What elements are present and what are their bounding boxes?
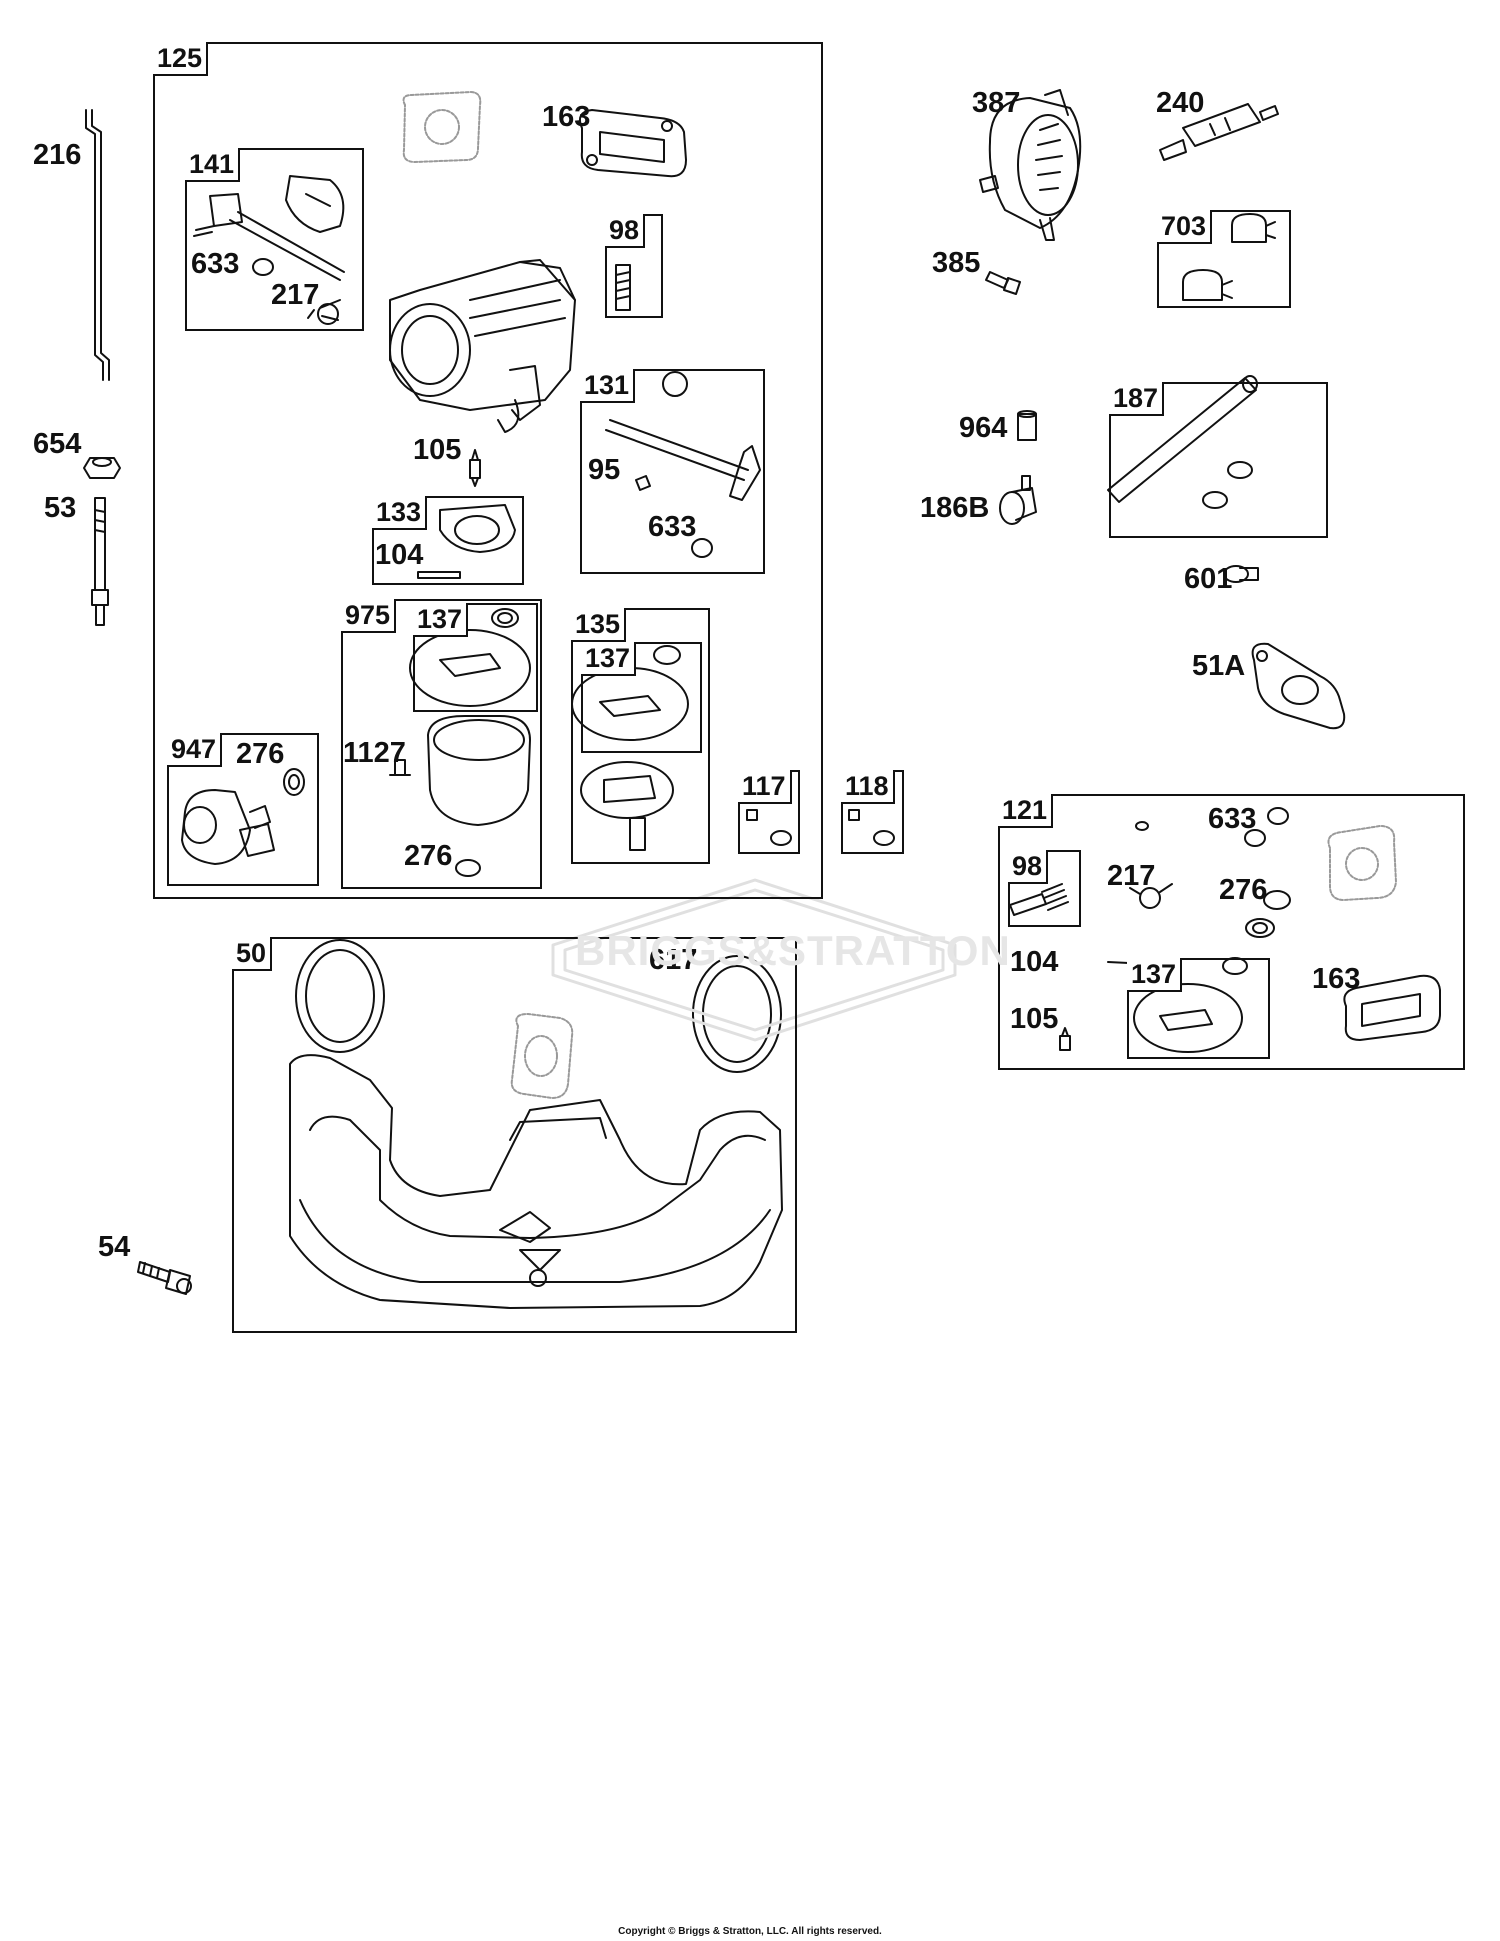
box-label-187: 187 — [1109, 382, 1165, 416]
part-label-54: 54 — [98, 1231, 131, 1263]
box-label-98b: 98 — [1008, 850, 1049, 884]
assembly-box-133 — [372, 496, 524, 585]
gasket-part — [579, 109, 687, 178]
box-label-137a: 137 — [413, 603, 469, 637]
part-label-1127: 1127 — [343, 737, 406, 769]
gasket-kit-part — [409, 608, 531, 707]
part-label-105: 105 — [413, 434, 462, 466]
box-label-117: 117 — [738, 770, 792, 804]
watermark-emblem — [551, 878, 957, 1042]
fuel-filter-part — [1159, 103, 1279, 161]
part-label-95: 95 — [588, 454, 621, 486]
box-label-947: 947 — [167, 733, 223, 767]
solenoid-part — [181, 768, 305, 865]
copyright-footer: Copyright © Briggs & Stratton, LLC. All … — [618, 1926, 882, 1937]
part-label-601: 601 — [1184, 563, 1233, 595]
box-label-121: 121 — [998, 794, 1054, 828]
assembly-box-975 — [341, 599, 542, 889]
watermark-text: BRIGGS&STRATTON — [575, 927, 1011, 974]
part-label-163: 163 — [542, 101, 591, 133]
part-label-217: 217 — [271, 279, 320, 311]
assembly-box-135 — [571, 608, 710, 864]
part-label-633: 633 — [648, 511, 697, 543]
idle-screw-part — [615, 264, 631, 311]
part-label-276: 276 — [1219, 874, 1268, 906]
gasket-part — [1251, 642, 1346, 730]
box-label-133: 133 — [372, 496, 428, 530]
screw-part — [985, 271, 1021, 295]
part-label-633: 633 — [1208, 803, 1257, 835]
carburetor-body-part — [389, 259, 576, 433]
box-label-131: 131 — [580, 369, 636, 403]
assembly-box-187 — [1109, 382, 1328, 538]
fitting-part — [999, 475, 1037, 525]
choke-shaft-part — [193, 175, 345, 281]
fuel-pump-part — [979, 89, 1082, 241]
box-label-118: 118 — [841, 770, 895, 804]
intake-manifold-part — [289, 939, 783, 1309]
gasket-part — [510, 1013, 574, 1099]
gasket-part — [1327, 825, 1397, 901]
assembly-box-131 — [580, 369, 765, 574]
spring-part — [307, 299, 341, 325]
assembly-box-137c — [1127, 958, 1270, 1059]
assembly-box-703 — [1157, 210, 1291, 308]
float-part — [417, 504, 516, 579]
part-label-51a: 51A — [1192, 650, 1246, 682]
throttle-shaft-part — [605, 371, 761, 558]
jet-part — [746, 809, 895, 846]
part-label-964: 964 — [959, 412, 1008, 444]
part-label-387: 387 — [972, 87, 1021, 119]
screw-part — [137, 1261, 192, 1295]
needle-part — [469, 449, 481, 487]
part-label-276: 276 — [236, 738, 285, 770]
clamp-part — [1182, 213, 1276, 301]
assembly-box-125 — [153, 42, 823, 899]
part-label-186b: 186B — [920, 492, 990, 524]
box-label-125: 125 — [153, 42, 209, 76]
box-label-141: 141 — [185, 148, 241, 182]
clamp-part — [1223, 565, 1259, 583]
box-label-703: 703 — [1157, 210, 1213, 244]
assembly-box-121 — [998, 794, 1465, 1070]
part-label-385: 385 — [932, 247, 981, 279]
part-label-217: 217 — [1107, 860, 1156, 892]
assembly-box-137b — [581, 642, 702, 753]
assembly-box-50 — [232, 937, 797, 1333]
hose-part — [1017, 410, 1037, 441]
part-label-105: 105 — [1010, 1003, 1059, 1035]
box-label-135: 135 — [571, 608, 627, 642]
part-label-654: 654 — [33, 428, 82, 460]
gasket-part — [1343, 974, 1441, 1041]
gasket-part — [402, 91, 482, 163]
fuel-line-part — [1107, 375, 1258, 509]
part-label-104: 104 — [1010, 946, 1059, 978]
float-bowl-part — [389, 715, 531, 877]
part-label-53: 53 — [44, 492, 77, 524]
part-label-240: 240 — [1156, 87, 1205, 119]
box-label-50: 50 — [232, 937, 273, 971]
box-label-975: 975 — [341, 599, 397, 633]
part-label-633: 633 — [191, 248, 240, 280]
part-label-163: 163 — [1312, 963, 1361, 995]
assembly-box-141 — [185, 148, 364, 331]
link-rod-part — [85, 109, 110, 381]
nut-part — [83, 457, 121, 479]
box-label-98: 98 — [605, 214, 646, 248]
part-label-617: 617 — [649, 944, 698, 976]
part-label-216: 216 — [33, 139, 82, 171]
box-label-137b: 137 — [581, 642, 637, 676]
stud-part — [91, 497, 109, 626]
box-label-137c: 137 — [1127, 958, 1183, 992]
part-label-104: 104 — [375, 539, 424, 571]
assembly-box-137a — [413, 603, 538, 712]
part-label-276: 276 — [404, 840, 453, 872]
assembly-box-947 — [167, 733, 319, 886]
